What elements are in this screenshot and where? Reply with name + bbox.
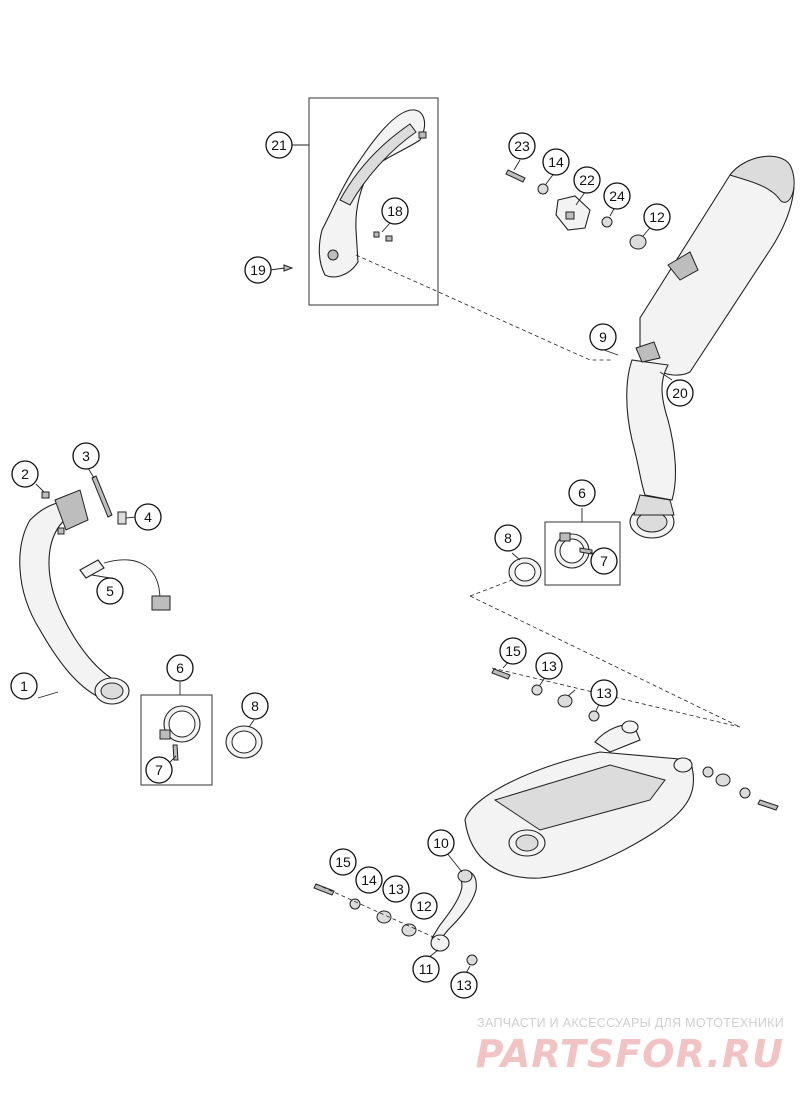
svg-text:24: 24 xyxy=(609,188,625,204)
callout-24: 24 xyxy=(603,182,631,210)
watermark-logo: PARTSFOR.RU xyxy=(475,1032,784,1076)
callout-12-upper: 12 xyxy=(643,203,671,231)
svg-text:1: 1 xyxy=(20,678,28,694)
header-small-parts xyxy=(41,475,171,611)
svg-text:14: 14 xyxy=(361,872,377,888)
gasket-lower xyxy=(225,725,263,759)
silencer xyxy=(626,155,795,539)
svg-text:10: 10 xyxy=(433,835,449,851)
svg-text:11: 11 xyxy=(419,961,434,977)
callout-12-lower: 12 xyxy=(410,892,438,920)
callout-7-lower: 7 xyxy=(145,756,173,784)
svg-text:6: 6 xyxy=(578,485,586,501)
callout-7-upper: 7 xyxy=(590,547,618,575)
callout-10: 10 xyxy=(427,829,455,857)
svg-text:12: 12 xyxy=(416,898,432,914)
svg-text:9: 9 xyxy=(599,329,607,345)
callout-6-lower: 6 xyxy=(166,654,194,682)
svg-text:15: 15 xyxy=(335,854,351,870)
callout-21: 21 xyxy=(265,131,293,159)
svg-text:23: 23 xyxy=(514,138,530,154)
callout-11: 11 xyxy=(412,955,440,983)
callout-13-a: 13 xyxy=(535,652,563,680)
callout-13-d: 13 xyxy=(450,971,478,999)
svg-text:14: 14 xyxy=(548,154,564,170)
gasket-upper xyxy=(508,557,542,587)
collector-hardware-right xyxy=(702,766,779,811)
callout-13-c: 13 xyxy=(382,875,410,903)
callout-9: 9 xyxy=(589,323,617,351)
svg-text:2: 2 xyxy=(21,466,29,482)
callout-1: 1 xyxy=(10,672,38,700)
heat-shield xyxy=(318,109,427,278)
svg-text:13: 13 xyxy=(596,685,612,701)
svg-text:19: 19 xyxy=(250,262,266,278)
svg-text:4: 4 xyxy=(144,509,152,525)
callout-3: 3 xyxy=(72,442,100,470)
svg-text:7: 7 xyxy=(600,553,608,569)
callout-8-upper: 8 xyxy=(494,524,522,552)
header-pipe xyxy=(19,489,130,705)
callout-8-lower: 8 xyxy=(241,692,269,720)
callout-15-upper: 15 xyxy=(499,637,527,665)
collector-box xyxy=(464,720,695,879)
svg-text:6: 6 xyxy=(176,660,184,676)
clamp-upper xyxy=(554,532,593,569)
svg-text:8: 8 xyxy=(504,530,512,546)
svg-text:13: 13 xyxy=(456,977,472,993)
callout-14-lower: 14 xyxy=(355,866,383,894)
svg-text:8: 8 xyxy=(251,698,259,714)
callout-14-upper: 14 xyxy=(542,148,570,176)
heat-shield-detail-box xyxy=(308,97,439,306)
svg-text:21: 21 xyxy=(271,137,287,153)
svg-text:13: 13 xyxy=(388,881,404,897)
callout-20: 20 xyxy=(666,379,694,407)
clamp-lower xyxy=(159,705,201,761)
svg-text:13: 13 xyxy=(541,658,557,674)
callout-6-upper: 6 xyxy=(568,479,596,507)
collector-hardware-top xyxy=(491,668,600,722)
watermark-tagline: ЗАПЧАСТИ И АКСЕССУАРЫ ДЛЯ МОТОТЕХНИКИ xyxy=(477,1016,784,1030)
site-watermark: ЗАПЧАСТИ И АКСЕССУАРЫ ДЛЯ МОТОТЕХНИКИ PA… xyxy=(476,1016,784,1076)
callout-18: 18 xyxy=(381,197,409,225)
svg-text:15: 15 xyxy=(505,643,521,659)
svg-text:7: 7 xyxy=(155,762,163,778)
callout-2: 2 xyxy=(11,460,39,488)
callout-15-lower: 15 xyxy=(329,848,357,876)
svg-text:5: 5 xyxy=(106,583,114,599)
callout-19: 19 xyxy=(244,256,272,284)
svg-text:18: 18 xyxy=(387,203,403,219)
silencer-mount-hardware xyxy=(505,169,647,250)
clamp-detail-box-upper xyxy=(544,521,621,586)
svg-text:22: 22 xyxy=(579,172,595,188)
lower-hardware xyxy=(313,883,478,966)
callout-5: 5 xyxy=(96,577,124,605)
svg-text:20: 20 xyxy=(672,385,688,401)
svg-text:3: 3 xyxy=(82,448,90,464)
callout-4: 4 xyxy=(134,503,162,531)
callout-13-b: 13 xyxy=(590,679,618,707)
svg-text:12: 12 xyxy=(649,209,665,225)
callout-23: 23 xyxy=(508,132,536,160)
support-bracket xyxy=(430,869,477,952)
clamp-detail-box-lower xyxy=(140,694,213,786)
callout-22: 22 xyxy=(573,166,601,194)
